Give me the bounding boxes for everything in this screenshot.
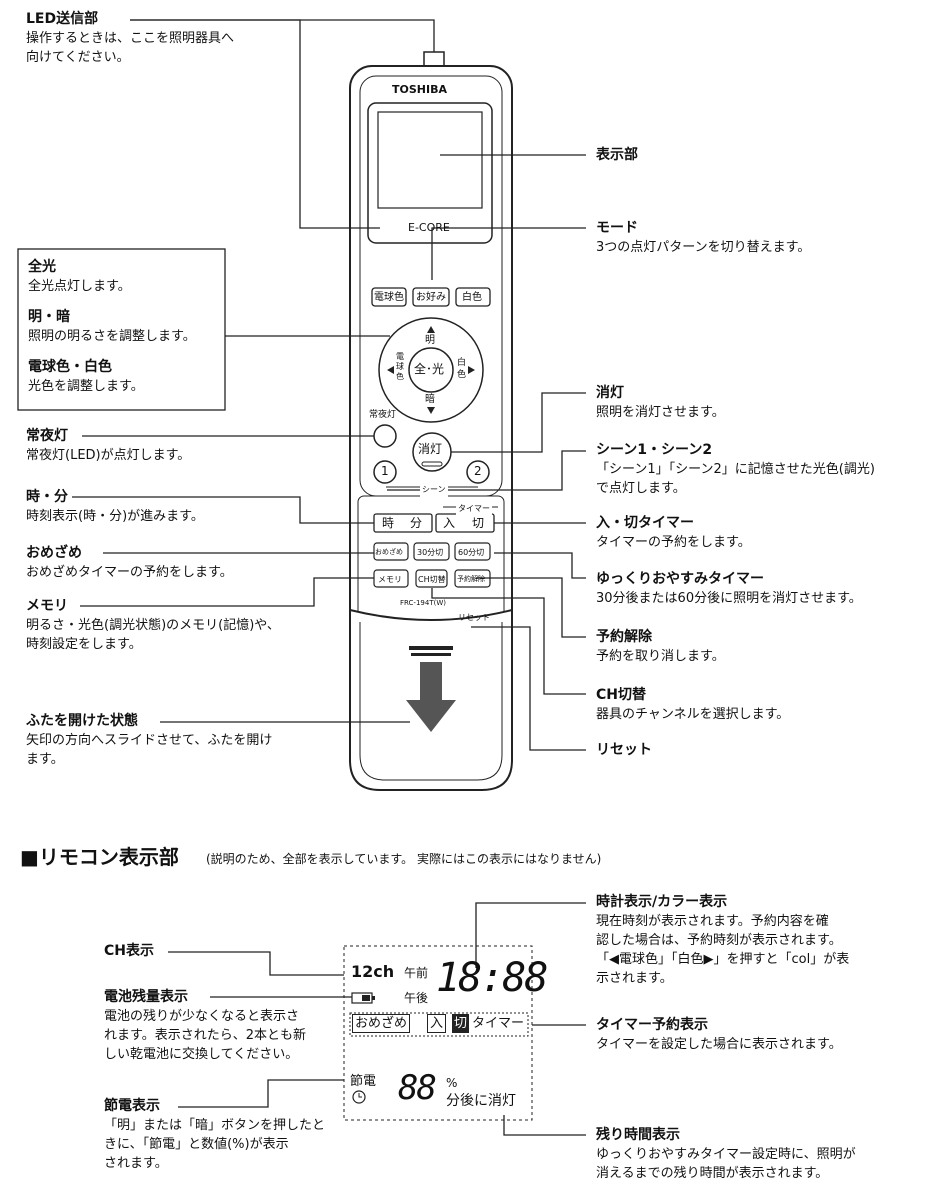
lcd-gogo: 午後	[404, 991, 429, 1005]
lcd-kiri: 切	[452, 1014, 470, 1033]
hakushoku-button-label[interactable]: 白色	[462, 292, 482, 303]
scene1-label[interactable]: 1	[381, 464, 389, 478]
callout-reset: リセット	[596, 742, 652, 758]
kiri-label[interactable]: 切	[472, 516, 485, 530]
denkyu-button-label[interactable]: 電球色	[374, 292, 404, 303]
memori-label[interactable]: メモリ	[378, 575, 402, 584]
lcd-callout-setsuden: 節電表示「明」または「暗」ボタンを押したときに、「節電」と数値(%)が表示されま…	[104, 1098, 326, 1171]
reset-label: リセット	[458, 613, 490, 622]
callout-shoto: 消灯照明を消灯させます。	[596, 385, 725, 420]
lcd-callout-remain: 残り時間表示ゆっくりおやすみタイマー設定時に、照明が消えるまでの残り時間が表示さ…	[596, 1127, 856, 1181]
lcd-gozen: 午前	[404, 966, 429, 980]
model-label: FRC-194T(W)	[400, 599, 446, 607]
dial-left-label[interactable]: 電球色	[396, 352, 404, 381]
callout-joyato: 常夜灯常夜灯(LED)が点灯します。	[26, 428, 191, 463]
shoto-label[interactable]: 消灯	[418, 442, 443, 456]
display-lcd	[377, 111, 483, 209]
callout-yoyaku: 予約解除予約を取り消します。	[596, 629, 725, 664]
mei-label[interactable]: 明	[425, 335, 435, 346]
ch-button	[415, 569, 448, 588]
brand-logo: TOSHIBA	[392, 83, 447, 96]
section-note: (説明のため、全部を表示しています。 実際にはこの表示にはなりません)	[206, 852, 602, 866]
an-label[interactable]: 暗	[425, 394, 435, 405]
lcd-time: 18:88	[436, 955, 548, 1001]
ji-label[interactable]: 時	[382, 516, 395, 530]
lcd-ch: 12ch	[351, 962, 395, 981]
joyato-label: 常夜灯	[369, 410, 397, 420]
callout-ch: CH切替器具のチャンネルを選択します。	[596, 687, 790, 722]
arrow-icon	[406, 700, 456, 732]
lcd-setsuden: 節電	[350, 1074, 377, 1089]
lcd-after: 分後に消灯	[446, 1093, 516, 1109]
lcd-percent: %	[446, 1076, 458, 1090]
callout-omezame: おめざめおめざめタイマーの予約をします。	[26, 545, 233, 580]
lcd-timer: タイマー	[472, 1016, 525, 1031]
zenko-button	[408, 347, 454, 393]
callout-meian: 明・暗照明の明るさを調整します。	[28, 309, 196, 344]
lcd-callout-clock: 時計表示/カラー表示現在時刻が表示されます。予約内容を確認した場合は、予約時刻が…	[596, 894, 850, 986]
scene-label: シーン	[420, 480, 448, 499]
yoyaku-label[interactable]: 予約解除	[457, 575, 485, 583]
callout-hyoji: 表示部	[596, 147, 638, 163]
omezame-label[interactable]: おめざめ	[375, 548, 403, 556]
denkyu-button	[371, 287, 407, 307]
lcd-panel	[343, 945, 533, 1121]
lcd-omezame: おめざめ	[352, 1014, 411, 1033]
30-label[interactable]: 30分切	[417, 548, 444, 557]
scene1-button	[373, 460, 397, 484]
lcd-callout-ch: CH表示	[104, 943, 154, 959]
callout-zenko: 全光全光点灯します。	[28, 259, 131, 294]
fun-label[interactable]: 分	[410, 516, 423, 530]
scene2-button	[466, 460, 490, 484]
lcd-iri: 入	[427, 1014, 447, 1033]
callout-futa: ふたを開けた状態矢印の方向へスライドさせて、ふたを開けます。	[26, 713, 273, 767]
60-label[interactable]: 60分切	[458, 548, 485, 557]
60-button	[454, 542, 491, 561]
clock-icon	[352, 1090, 366, 1104]
callout-jifun: 時・分時刻表示(時・分)が進みます。	[26, 489, 204, 524]
section-heading: ■リモコン表示部	[20, 845, 179, 869]
hakushoku-button	[455, 287, 491, 307]
okonomi-button-label[interactable]: お好み	[416, 292, 446, 303]
scene2-label[interactable]: 2	[474, 464, 482, 478]
ch-label[interactable]: CH切替	[418, 575, 446, 584]
okonomi-button	[412, 287, 450, 307]
omezame-button	[373, 542, 409, 561]
callout-led: LED送信部操作するときは、ここを照明器具へ向けてください。	[26, 11, 235, 65]
callout-memori: メモリ明るさ・光色(調光状態)のメモリ(記憶)や、時刻設定をします。	[26, 598, 280, 652]
lcd-callout-timer: タイマー予約表示タイマーを設定した場合に表示されます。	[596, 1017, 842, 1052]
30-button	[413, 542, 450, 561]
lcd-callout-battery: 電池残量表示電池の残りが少なくなると表示されます。表示されたら、2本とも新しい乾…	[104, 989, 306, 1062]
iri-label[interactable]: 入	[443, 516, 456, 530]
callout-denkyu: 電球色・白色光色を調整します。	[28, 359, 144, 394]
callout-scene: シーン1・シーン2「シーン1」「シーン2」に記憶させた光色(調光)で点灯します。	[596, 442, 875, 496]
joyato-button	[373, 424, 397, 448]
ecore-label: E-CORE	[408, 221, 450, 234]
lcd-percent-digits: 88	[398, 1068, 437, 1108]
dial-right-label[interactable]: 白色	[457, 358, 467, 380]
zenko-label[interactable]: 全･光	[414, 362, 445, 376]
timer-label: タイマー	[456, 499, 492, 518]
callout-irikiri: 入・切タイマータイマーの予約をします。	[596, 515, 751, 550]
